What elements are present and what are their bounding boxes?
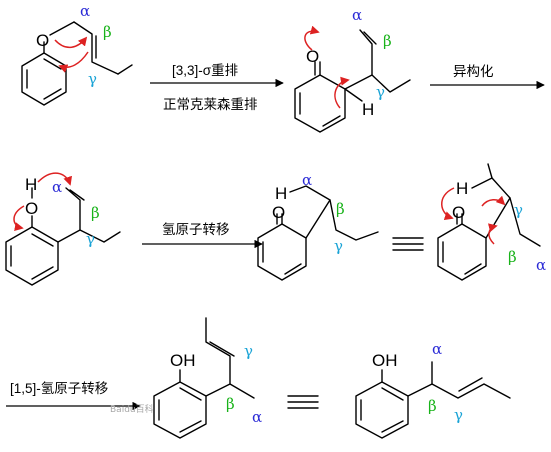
ethyl-3 xyxy=(79,229,121,243)
benzene-ring-6 xyxy=(153,381,207,439)
benzene-3-double-bonds xyxy=(10,233,54,280)
reaction-arrow-2: 异构化 xyxy=(430,64,545,90)
alpha-label-7: α xyxy=(432,340,442,358)
gamma-label-4: γ xyxy=(334,237,343,255)
equivalent-sign-2 xyxy=(287,395,319,409)
oxygen-label-2: O xyxy=(306,47,319,66)
gamma-label-5: γ xyxy=(514,201,523,219)
gamma-label-7: γ xyxy=(454,406,463,424)
curly-arrow-2a xyxy=(304,25,320,51)
oxygen-label-3: O xyxy=(25,199,38,218)
ring-4-double-bonds xyxy=(262,241,302,275)
benzene-1-double-bonds xyxy=(26,58,62,100)
benzene-ring-7 xyxy=(355,381,409,439)
methyl-7 xyxy=(407,361,433,397)
beta-label-1: β xyxy=(103,23,112,41)
oxygen-label-4: O xyxy=(272,203,285,222)
hydrogen-label-3: H xyxy=(25,175,37,194)
hydrogen-label-5: H xyxy=(456,179,468,198)
gamma-label-6: γ xyxy=(244,342,253,360)
bond-o-calpha xyxy=(49,21,75,36)
watermark: Baidu百科 xyxy=(110,403,154,415)
carbonyl-4 xyxy=(276,213,283,225)
ethyl-2 xyxy=(371,74,411,93)
oxygen-label-5: O xyxy=(452,203,465,222)
hydroxyl-label-7: OH xyxy=(372,351,398,370)
beta-label-4: β xyxy=(336,200,345,218)
alpha-label-2: α xyxy=(352,6,362,24)
condition-step2: 异构化 xyxy=(453,64,494,79)
molecule-bicyclic-5: H O γ β α xyxy=(437,163,546,281)
reaction-arrow-3: 氢原子转移 xyxy=(142,222,263,249)
benzene-ring-1 xyxy=(21,52,67,106)
curly-arrow-5c xyxy=(487,223,498,245)
molecule-dienone: O H α β γ xyxy=(294,6,411,133)
oxygen-label-1: O xyxy=(36,31,49,50)
benzene-7-double-bonds xyxy=(360,387,404,433)
molecule-product-7: OH α β γ xyxy=(355,340,511,439)
hydroxyl-label-6: OH xyxy=(170,351,196,370)
hydrogen-label-4: H xyxy=(275,184,287,203)
benzene-ring-3 xyxy=(5,226,59,286)
reaction-arrow-4: [1,5]-氢原子转移 xyxy=(6,381,141,411)
gamma-label-1: γ xyxy=(88,70,97,88)
vinyl-2 xyxy=(344,29,377,90)
beta-label-6: β xyxy=(226,395,235,413)
curly-arrow-5a xyxy=(441,187,455,220)
molecule-product-6: OH γ β α xyxy=(153,317,262,439)
alpha-label-5: α xyxy=(536,256,546,274)
gamma-label-3: γ xyxy=(86,230,95,248)
butenyl-7 xyxy=(431,377,511,399)
gamma-label-2: γ xyxy=(376,83,385,101)
hydrogen-label-2: H xyxy=(362,100,374,119)
alpha-label-4: α xyxy=(302,171,312,189)
beta-label-2: β xyxy=(383,32,392,50)
allyl-chain xyxy=(73,21,119,75)
curly-arrow-3a xyxy=(37,172,72,186)
methyl-5 xyxy=(509,197,541,247)
ring-5-double-bonds xyxy=(442,241,482,275)
curly-arrow-3b xyxy=(13,205,25,231)
bond-c-h-2 xyxy=(344,88,363,102)
butenyl-6 xyxy=(205,317,235,397)
alpha-label-1: α xyxy=(80,2,90,20)
molecule-allyl-phenyl-ether: O α β γ xyxy=(21,2,133,106)
methyl-6 xyxy=(229,383,255,399)
condition-step1-sub: 正常克莱森重排 xyxy=(163,97,258,112)
molecule-bicyclic-4: H O α β γ xyxy=(257,171,379,281)
condition-step3: 氢原子转移 xyxy=(162,222,230,237)
carbonyl-5 xyxy=(456,213,463,225)
carbonyl-2 xyxy=(314,61,321,76)
ethyl-4 xyxy=(329,199,379,241)
beta-label-3: β xyxy=(91,204,100,222)
ethyl-tail-1 xyxy=(117,64,133,75)
alpha-label-6: α xyxy=(252,408,262,426)
reaction-arrow-1: [3,3]-σ重排 正常克莱森重排 xyxy=(150,63,284,112)
cyclopropane-4 xyxy=(289,185,331,239)
curly-arrow-1a xyxy=(54,36,88,49)
curly-arrow-1b xyxy=(58,51,89,73)
curly-arrow-5b xyxy=(481,195,506,207)
curly-arrow-2b xyxy=(334,76,350,109)
beta-label-5: β xyxy=(508,248,517,266)
condition-step1: [3,3]-σ重排 xyxy=(172,63,238,78)
molecule-phenol-3: H O α β γ xyxy=(5,172,121,286)
ring-2-double-bonds xyxy=(299,92,341,127)
benzene-6-double-bonds xyxy=(158,387,202,433)
ring-5 xyxy=(437,223,487,281)
condition-step4: [1,5]-氢原子转移 xyxy=(10,381,108,396)
alpha-label-3: α xyxy=(52,178,62,196)
beta-label-7: β xyxy=(428,397,437,415)
vinyl-3 xyxy=(57,187,85,243)
equivalent-sign-1 xyxy=(392,237,424,251)
ring-4 xyxy=(257,223,307,281)
cyclopropane-5 xyxy=(471,177,511,239)
methyl-top-5 xyxy=(487,163,493,179)
